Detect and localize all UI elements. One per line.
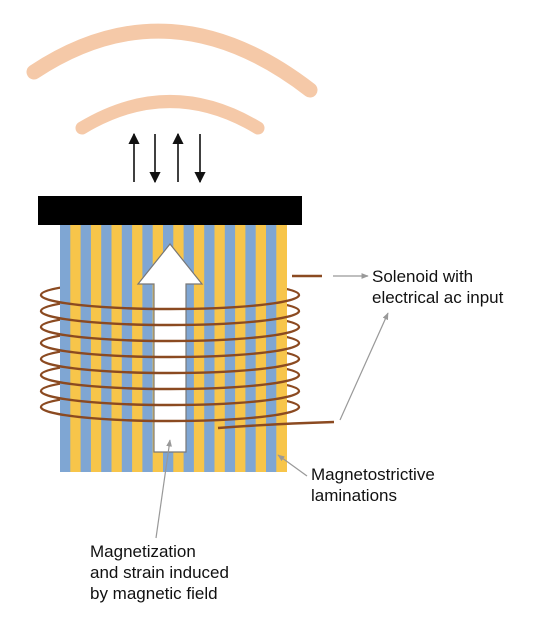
magnetization-arrow: [136, 243, 204, 453]
label-magnetization: Magnetization and strain induced by magn…: [90, 541, 229, 604]
lamination-stripe: [142, 224, 154, 472]
coil-turn-front: [39, 326, 301, 343]
lamination-stripe: [111, 224, 123, 472]
coil-lead-bottom: [217, 420, 335, 430]
pointer-solenoid-lead: [339, 312, 389, 421]
lamination-stripe: [183, 224, 195, 472]
coil-turn-front: [39, 294, 301, 311]
label-solenoid-line-2: electrical ac input: [372, 288, 504, 307]
label-magnetization-line-3: by magnetic field: [90, 584, 218, 603]
lamination-stripe: [121, 224, 133, 472]
lamination-stripe: [204, 224, 215, 472]
label-laminations-line-2: laminations: [311, 486, 397, 505]
coil-turn-front: [39, 310, 301, 327]
coil-turn-front: [39, 390, 301, 407]
pointer-laminations: [277, 454, 308, 477]
magnetostrictive-laminations: [60, 224, 287, 472]
lamination-stripe: [60, 224, 71, 472]
sound-wave-outer: [26, 23, 318, 98]
lamination-stripe: [132, 224, 143, 472]
vibration-arrows: [128, 132, 206, 184]
label-solenoid: Solenoid with electrical ac input: [372, 266, 503, 308]
lamination-stripe: [224, 224, 236, 472]
lamination-stripe: [90, 224, 102, 472]
lamination-stripe: [245, 224, 257, 472]
lamination-stripe: [80, 224, 92, 472]
label-magnetization-line-2: and strain induced: [90, 563, 229, 582]
label-laminations: Magnetostrictive laminations: [311, 464, 435, 506]
lamination-stripe: [276, 224, 287, 472]
lamination-stripe: [101, 224, 112, 472]
pointer-lines: [155, 273, 389, 539]
coil-turn-front: [39, 374, 301, 391]
label-laminations-line-1: Magnetostrictive: [311, 465, 435, 484]
lamination-stripe: [214, 224, 226, 472]
coil-turn-front: [39, 406, 301, 423]
lamination-stripe: [235, 224, 246, 472]
label-solenoid-line-1: Solenoid with: [372, 267, 474, 286]
lamination-stripe: [193, 224, 205, 472]
coil-turn-front: [39, 358, 301, 375]
pointer-magnetization: [155, 439, 172, 539]
lamination-stripe: [266, 224, 277, 472]
top-plate: [38, 196, 302, 225]
sound-wave-inner: [75, 95, 265, 135]
lamination-stripe: [70, 224, 81, 472]
coil-turn-front: [39, 342, 301, 359]
coil-front-turns: [39, 294, 301, 423]
lamination-stripe: [255, 224, 267, 472]
label-magnetization-line-1: Magnetization: [90, 542, 196, 561]
